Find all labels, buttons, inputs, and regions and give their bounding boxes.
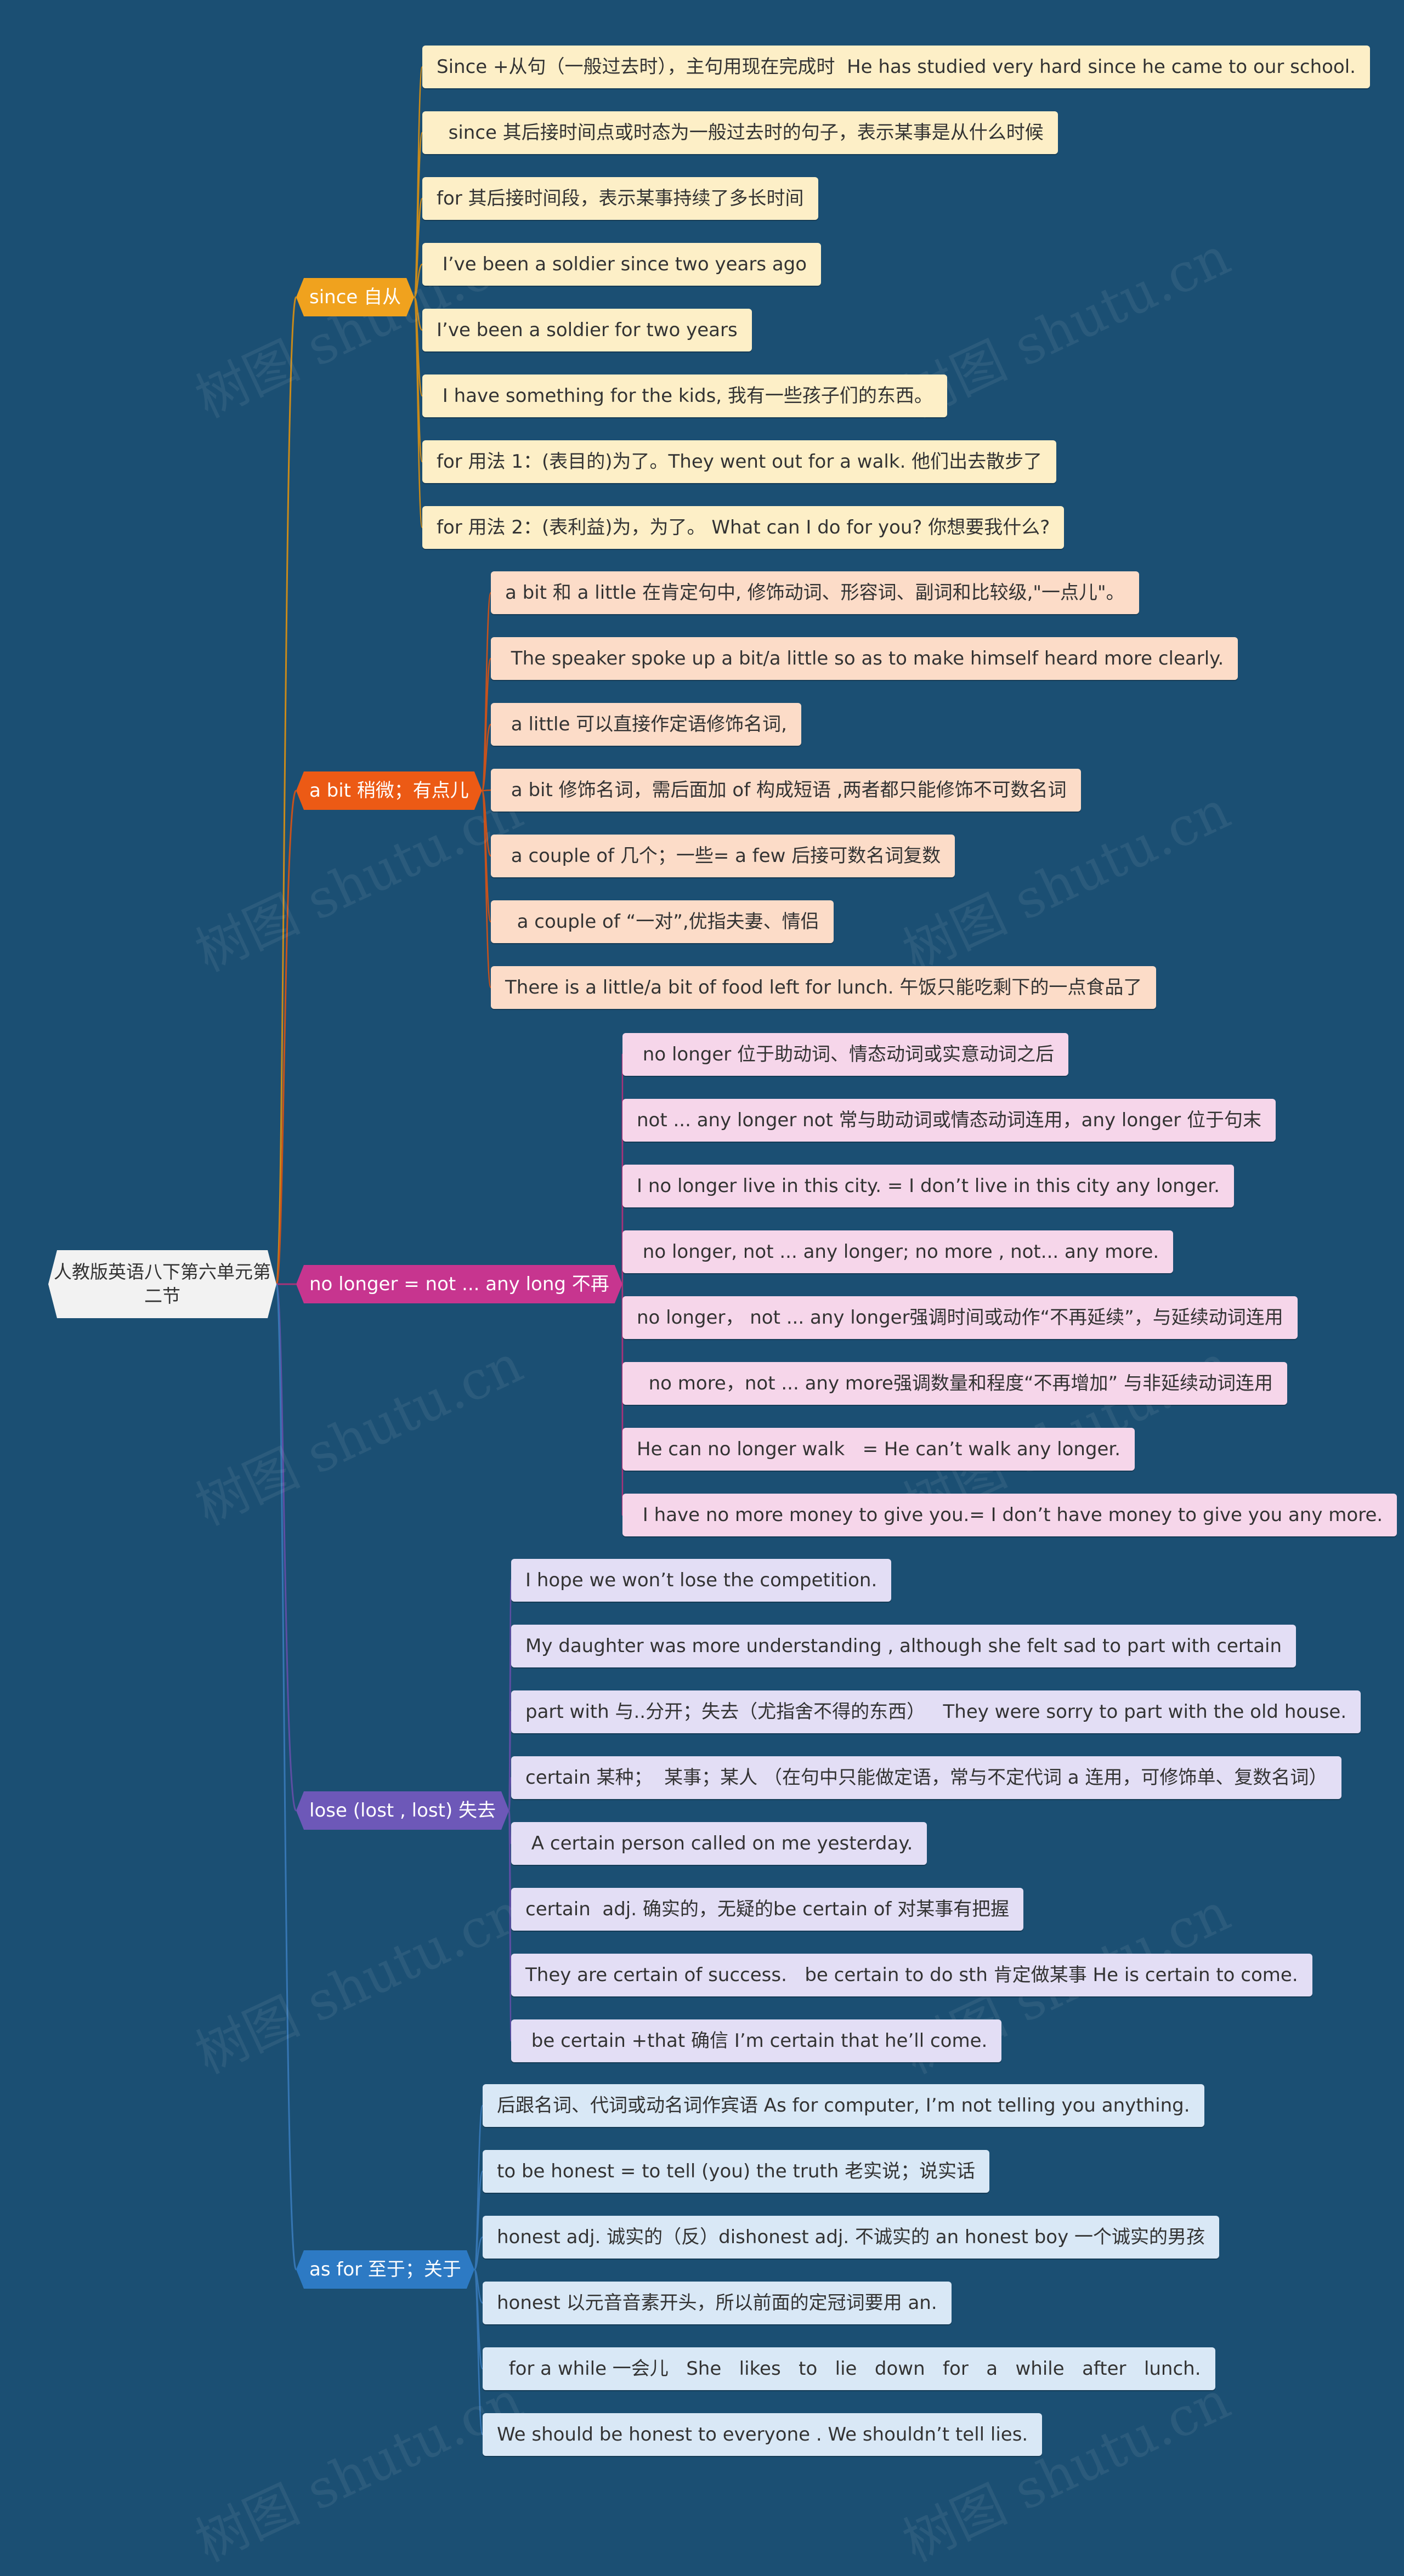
subtopic-label: for 用法 1：(表目的)为了。They went out for a wal… — [437, 451, 1042, 473]
subtopic-label: for a while 一会儿 She likes to lie down fo… — [497, 2358, 1201, 2380]
subtopic-node[interactable]: to be honest = to tell (you) the truth 老… — [483, 2150, 989, 2193]
subtopic-node[interactable]: I no longer live in this city. = I don’t… — [622, 1165, 1234, 1207]
subtopic-label: I no longer live in this city. = I don’t… — [637, 1175, 1220, 1197]
subtopic-node[interactable]: Since +从句（一般过去时），主句用现在完成时 He has studied… — [422, 46, 1370, 88]
connector-line — [276, 1284, 296, 2269]
subtopic-node[interactable]: no more，not ... any more强调数量和程度“不再增加” 与非… — [622, 1362, 1287, 1405]
subtopic-label: honest adj. 诚实的（反）dishonest adj. 不诚实的 an… — [497, 2226, 1205, 2248]
subtopic-label: 后跟名词、代词或动名词作宾语 As for computer, I’m not … — [497, 2095, 1190, 2117]
subtopic-label: to be honest = to tell (you) the truth 老… — [497, 2160, 975, 2182]
connector-line — [276, 297, 296, 1284]
subtopic-node[interactable]: I hope we won’t lose the competition. — [511, 1559, 891, 1602]
subtopic-label: Since +从句（一般过去时），主句用现在完成时 He has studied… — [437, 56, 1356, 78]
subtopic-node[interactable]: honest 以元音音素开头，所以前面的定冠词要用 an. — [483, 2282, 952, 2324]
connector-line — [474, 2106, 483, 2269]
subtopic-label: honest 以元音音素开头，所以前面的定冠词要用 an. — [497, 2292, 937, 2314]
subtopic-label: certain 某种； 某事；某人 （在句中只能做定语，常与不定代词 a 连用，… — [525, 1767, 1327, 1789]
connector-line — [474, 2269, 483, 2435]
subtopic-node[interactable]: honest adj. 诚实的（反）dishonest adj. 不诚实的 an… — [483, 2216, 1219, 2259]
subtopic-label: for 其后接时间段，表示某事持续了多长时间 — [437, 188, 804, 209]
connector-line — [414, 297, 422, 527]
subtopic-node[interactable]: for 用法 2：(表利益)为，为了。 What can I do for yo… — [422, 506, 1064, 549]
subtopic-node[interactable]: a little 可以直接作定语修饰名词, — [491, 703, 801, 746]
branch-topic-5[interactable]: as for 至于；关于 — [296, 2250, 474, 2289]
subtopic-node[interactable]: A certain person called on me yesterday. — [511, 1822, 927, 1865]
subtopic-node[interactable]: I’ve been a soldier for two years — [422, 309, 752, 351]
subtopic-label: I’ve been a soldier for two years — [437, 319, 738, 341]
subtopic-node[interactable]: a bit 修饰名词，需后面加 of 构成短语 ,两者都只能修饰不可数名词 — [491, 769, 1081, 812]
subtopic-label: part with 与..分开；失去（尤指舍不得的东西） They were s… — [525, 1701, 1346, 1723]
subtopic-node[interactable]: since 其后接时间点或时态为一般过去时的句子，表示某事是从什么时候 — [422, 111, 1058, 154]
subtopic-node[interactable]: They are certain of success. be certain … — [511, 1954, 1312, 1996]
subtopic-label: for 用法 2：(表利益)为，为了。 What can I do for yo… — [437, 517, 1050, 538]
subtopic-label: I have something for the kids, 我有一些孩子们的东… — [437, 385, 933, 407]
subtopic-label: The speaker spoke up a bit/a little so a… — [505, 648, 1224, 669]
subtopic-label: no longer 位于助动词、情态动词或实意动词之后 — [637, 1043, 1054, 1065]
subtopic-label: no more，not ... any more强调数量和程度“不再增加” 与非… — [637, 1372, 1273, 1394]
subtopic-node[interactable]: We should be honest to everyone . We sho… — [483, 2413, 1042, 2456]
subtopic-node[interactable]: I have no more money to give you.= I don… — [622, 1494, 1397, 1536]
subtopic-node[interactable]: not ... any longer not 常与助动词或情态动词连用，any … — [622, 1099, 1276, 1142]
subtopic-node[interactable]: a couple of 几个；一些= a few 后接可数名词复数 — [491, 835, 955, 877]
subtopic-node[interactable]: be certain +that 确信 I’m certain that he’… — [511, 2019, 1001, 2062]
subtopic-label: no longer， not ... any longer强调时间或动作“不再延… — [637, 1307, 1283, 1329]
subtopic-node[interactable]: for 用法 1：(表目的)为了。They went out for a wal… — [422, 440, 1056, 483]
subtopic-label: a bit 修饰名词，需后面加 of 构成短语 ,两者都只能修饰不可数名词 — [505, 779, 1067, 801]
subtopic-label: not ... any longer not 常与助动词或情态动词连用，any … — [637, 1109, 1261, 1131]
subtopic-label: My daughter was more understanding , alt… — [525, 1635, 1282, 1657]
branch-topic-4[interactable]: lose (lost , lost) 失去 — [296, 1791, 509, 1830]
subtopic-node[interactable]: no longer 位于助动词、情态动词或实意动词之后 — [622, 1033, 1068, 1076]
subtopic-node[interactable]: He can no longer walk = He can’t walk an… — [622, 1428, 1135, 1471]
subtopic-node[interactable]: part with 与..分开；失去（尤指舍不得的东西） They were s… — [511, 1690, 1361, 1733]
subtopic-node[interactable]: The speaker spoke up a bit/a little so a… — [491, 637, 1238, 680]
subtopic-label: We should be honest to everyone . We sho… — [497, 2424, 1028, 2446]
subtopic-node[interactable]: certain 某种； 某事；某人 （在句中只能做定语，常与不定代词 a 连用，… — [511, 1756, 1341, 1799]
subtopic-label: a little 可以直接作定语修饰名词, — [505, 713, 787, 735]
subtopic-label: He can no longer walk = He can’t walk an… — [637, 1438, 1120, 1460]
connector-line — [482, 790, 491, 791]
subtopic-label: certain adj. 确实的，无疑的be certain of 对某事有把握 — [525, 1898, 1009, 1920]
subtopic-label: A certain person called on me yesterday. — [525, 1832, 913, 1854]
subtopic-node[interactable]: a bit 和 a little 在肯定句中, 修饰动词、形容词、副词和比较级,… — [491, 571, 1139, 614]
branch-topic-label: a bit 稍微；有点儿 — [309, 780, 469, 802]
subtopic-label: a couple of “一对”,优指夫妻、情侣 — [505, 911, 819, 933]
subtopic-label: no longer, not ... any longer; no more ,… — [637, 1241, 1159, 1263]
subtopic-node[interactable]: I’ve been a soldier since two years ago — [422, 243, 821, 286]
subtopic-label: I’ve been a soldier since two years ago — [437, 253, 807, 275]
subtopic-node[interactable]: no longer， not ... any longer强调时间或动作“不再延… — [622, 1296, 1298, 1339]
subtopic-node[interactable]: I have something for the kids, 我有一些孩子们的东… — [422, 375, 947, 417]
branch-topic-3[interactable]: no longer = not ... any long 不再 — [296, 1265, 622, 1303]
branch-topic-label: lose (lost , lost) 失去 — [309, 1800, 496, 1822]
subtopic-node[interactable]: for a while 一会儿 She likes to lie down fo… — [483, 2347, 1215, 2390]
subtopic-node[interactable]: There is a little/a bit of food left for… — [491, 966, 1156, 1009]
subtopic-label: There is a little/a bit of food left for… — [505, 977, 1142, 998]
subtopic-label: a couple of 几个；一些= a few 后接可数名词复数 — [505, 845, 941, 867]
branch-topic-label: as for 至于；关于 — [309, 2259, 461, 2280]
subtopic-label: I hope we won’t lose the competition. — [525, 1569, 877, 1591]
branch-topic-label: since 自从 — [309, 286, 401, 308]
subtopic-node[interactable]: My daughter was more understanding , alt… — [511, 1625, 1296, 1667]
subtopic-node[interactable]: certain adj. 确实的，无疑的be certain of 对某事有把握 — [511, 1888, 1023, 1931]
subtopic-node[interactable]: for 其后接时间段，表示某事持续了多长时间 — [422, 177, 818, 220]
branch-topic-label: no longer = not ... any long 不再 — [309, 1273, 609, 1295]
subtopic-node[interactable]: 后跟名词、代词或动名词作宾语 As for computer, I’m not … — [483, 2084, 1204, 2127]
root-topic[interactable]: 人教版英语八下第六单元第二节 — [48, 1250, 276, 1318]
subtopic-label: be certain +that 确信 I’m certain that he’… — [525, 2030, 987, 2052]
branch-topic-2[interactable]: a bit 稍微；有点儿 — [296, 771, 482, 810]
mind-map: 树图 shutu.cn 树图 shutu.cn 树图 shutu.cn 树图 s… — [0, 0, 1404, 2503]
root-topic-label: 人教版英语八下第六单元第二节 — [48, 1260, 276, 1308]
subtopic-label: They are certain of success. be certain … — [525, 1964, 1298, 1986]
subtopic-node[interactable]: no longer, not ... any longer; no more ,… — [622, 1230, 1173, 1273]
subtopic-label: since 其后接时间点或时态为一般过去时的句子，表示某事是从什么时候 — [437, 122, 1044, 144]
subtopic-label: a bit 和 a little 在肯定句中, 修饰动词、形容词、副词和比较级,… — [505, 582, 1125, 604]
subtopic-node[interactable]: a couple of “一对”,优指夫妻、情侣 — [491, 900, 834, 943]
subtopic-label: I have no more money to give you.= I don… — [637, 1504, 1383, 1526]
branch-topic-1[interactable]: since 自从 — [296, 278, 414, 316]
